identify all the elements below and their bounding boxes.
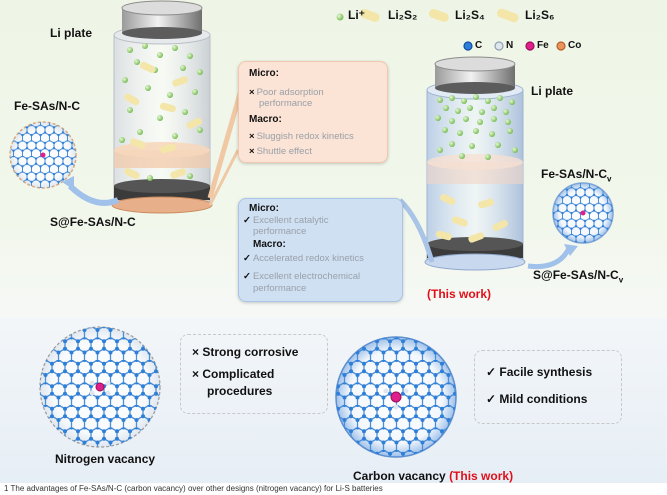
blue-advantages-box: Micro: ✓Excellent catalytic performance … — [238, 198, 403, 302]
peach-micro-item: ×Poor adsorption — [249, 87, 324, 98]
li2s6-icon — [497, 8, 519, 23]
peach-micro-heading: Micro: — [249, 68, 279, 79]
legend-fe-label: Fe — [537, 40, 549, 51]
nitrogen-vacancy-structure — [39, 326, 161, 448]
left-cell-species — [119, 43, 203, 181]
legend-n-label: N — [506, 40, 514, 51]
blue-macro-heading: Macro: — [253, 239, 286, 250]
li2s2-icon — [360, 8, 380, 22]
blue-micro-item: ✓Excellent catalytic — [243, 215, 329, 226]
blue-micro-item-cont: performance — [253, 226, 307, 237]
left-catalyst-circle — [9, 121, 77, 189]
left-catalyst-label: Fe-SAs/N-C — [14, 99, 81, 113]
drawback-strong-corrosive: × Strong corrosive — [192, 345, 299, 359]
peach-macro-heading: Macro: — [249, 114, 282, 125]
legend-li2s4-label: Li₂S₄ — [455, 8, 485, 22]
right-catalyst-label: Fe-SAs/N-Cv — [541, 167, 612, 184]
carbon-vacancy-caption: Carbon vacancy (This work) — [353, 469, 514, 483]
legend-c-label: C — [475, 40, 483, 51]
left-li-plate-label: Li plate — [50, 26, 93, 40]
blue-macro-item-2: ✓Excellent electrochemical — [243, 271, 361, 282]
drawback-procedures: procedures — [207, 384, 273, 398]
legend-co-label: Co — [568, 40, 582, 51]
right-li-plate-label: Li plate — [531, 84, 574, 98]
left-cathode-label: S@Fe-SAs/N-C — [50, 215, 136, 229]
iron-atom-icon — [525, 41, 535, 51]
nitrogen-vacancy-caption: Nitrogen vacancy — [55, 452, 156, 466]
cobalt-atom-icon — [556, 41, 566, 51]
left-arrow — [67, 183, 120, 206]
carbon-vacancy-advantages-box — [474, 350, 622, 424]
blue-micro-heading: Micro: — [249, 203, 279, 214]
legend-li2s2-label: Li₂S₂ — [388, 8, 418, 22]
right-this-work-label: (This work) — [427, 287, 492, 301]
peach-macro-item-2: ×Shuttle effect — [249, 146, 312, 157]
right-callout-connector — [398, 198, 435, 263]
peach-drawbacks-box: Micro: ×Poor adsorption performance Macr… — [238, 61, 388, 163]
legend-li-ion-label: Li⁺ — [348, 8, 365, 22]
carbon-vacancy-structure — [335, 336, 457, 458]
li-ion-icon — [336, 13, 344, 21]
nitrogen-atom-icon — [494, 41, 504, 51]
right-cathode-label: S@Fe-SAs/N-Cv — [533, 268, 624, 285]
figure-caption: 1 The advantages of Fe-SAs/N-C (carbon v… — [4, 484, 383, 493]
legend-symbols — [336, 8, 566, 51]
blue-macro-item-1: ✓Accelerated redox kinetics — [243, 253, 364, 264]
peach-micro-item-cont: performance — [259, 98, 313, 109]
peach-macro-item-1: ×Sluggish redox kinetics — [249, 131, 354, 142]
advantage-mild-conditions: ✓ Mild conditions — [486, 392, 588, 406]
right-arrow — [527, 244, 573, 270]
nitrogen-vacancy-drawbacks-box — [180, 334, 328, 414]
li2s4-icon — [429, 8, 449, 22]
advantage-facile-synthesis: ✓ Facile synthesis — [486, 365, 593, 379]
legend-li2s6-label: Li₂S₆ — [525, 8, 555, 22]
drawback-complicated: × Complicated — [192, 367, 275, 381]
blue-macro-item-2-cont: performance — [253, 283, 307, 294]
right-catalyst-circle — [552, 182, 614, 244]
carbon-atom-icon — [463, 41, 473, 51]
right-cell-species — [435, 94, 518, 243]
